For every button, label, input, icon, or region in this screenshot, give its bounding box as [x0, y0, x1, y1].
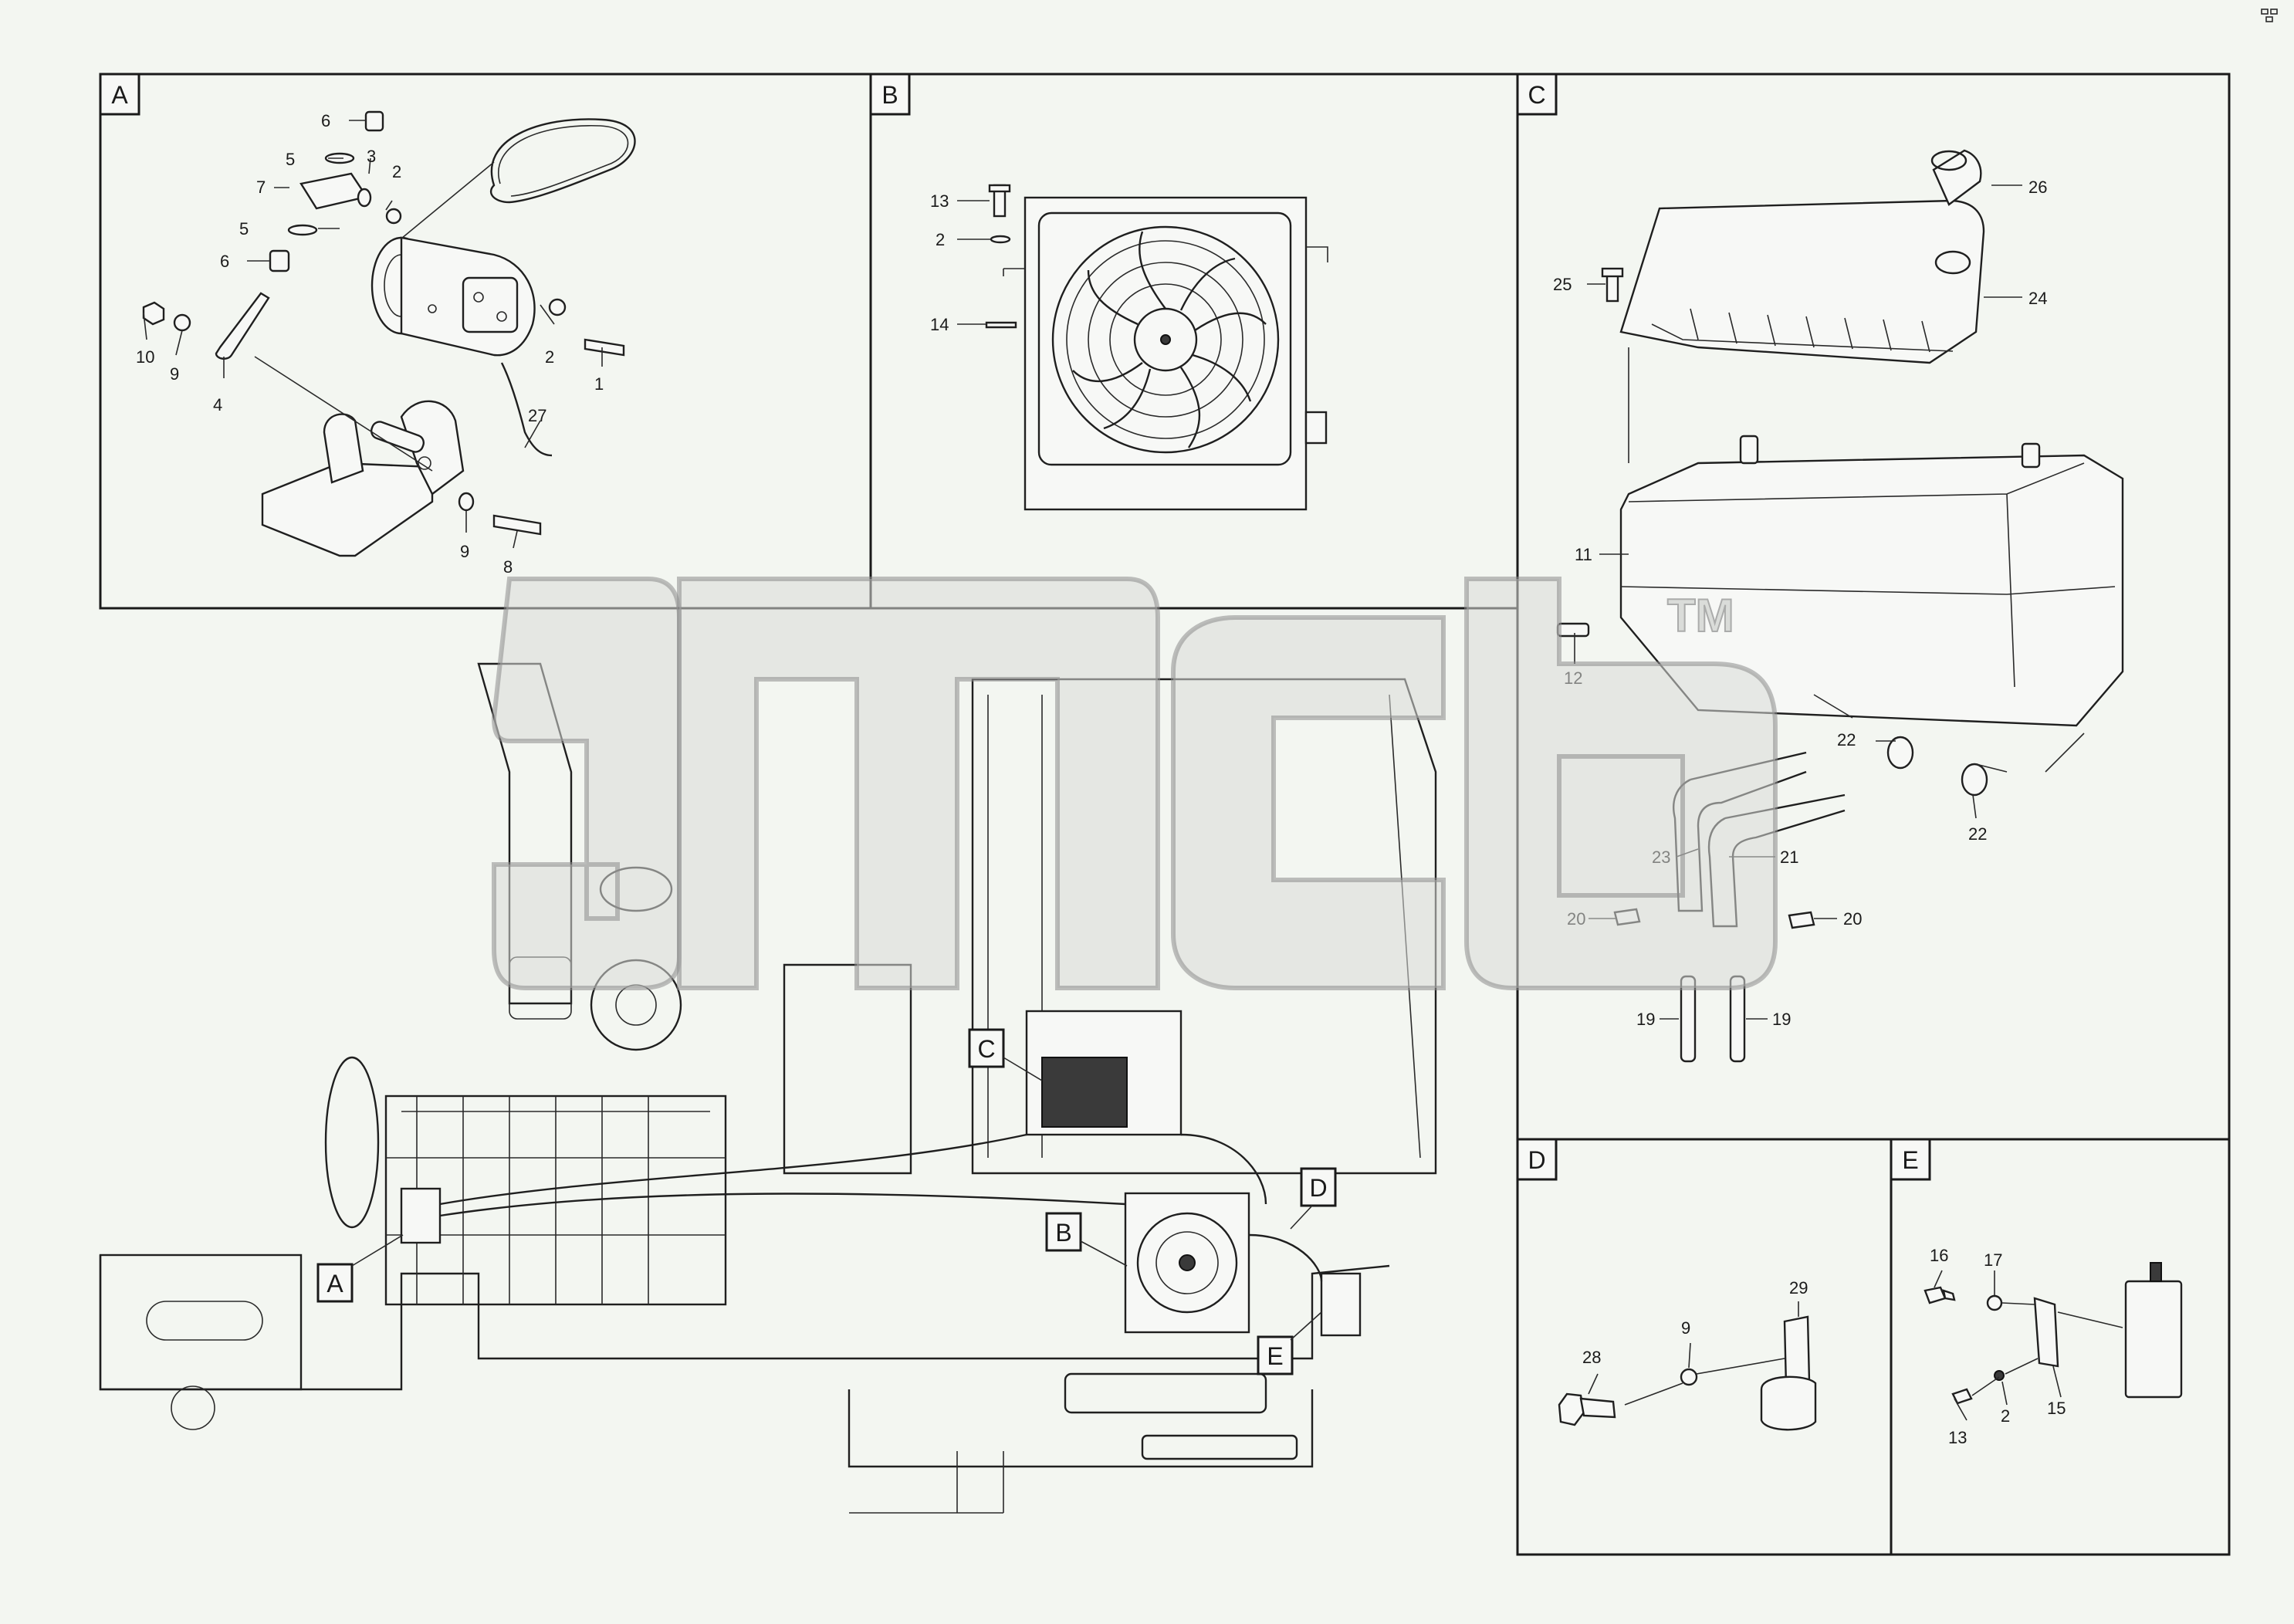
washer-17 [1986, 1294, 2003, 1311]
panel-a-drawing: 6 5 3 2 7 5 6 10 9 4 2 1 27 9 8 [136, 110, 636, 577]
callout-5-mid: 5 [239, 219, 249, 239]
callout-28: 28 [1582, 1348, 1601, 1367]
drive-belt [489, 118, 636, 204]
clamp-29 [1783, 1315, 1811, 1388]
callout-8: 8 [503, 557, 513, 577]
callout-13: 13 [1948, 1428, 1967, 1447]
callout-11: 11 [1575, 545, 1592, 564]
callout-14: 14 [930, 315, 949, 334]
mounting-bracket [261, 400, 465, 557]
engine-fan [324, 1056, 380, 1229]
callout-6-top: 6 [321, 111, 330, 130]
compressor [370, 236, 553, 457]
nut [142, 301, 165, 326]
receiver-drier [2124, 1280, 2183, 1399]
panel-c-label: C [1528, 81, 1545, 109]
callout-21: 21 [1780, 848, 1798, 867]
callout-13: 13 [930, 191, 949, 211]
callout-24: 24 [2028, 289, 2047, 308]
svg-text:C: C [977, 1035, 995, 1063]
callout-4: 4 [213, 395, 222, 414]
callout-25: 25 [1553, 275, 1572, 294]
callout-1: 1 [594, 374, 604, 394]
top-cover [1619, 199, 1985, 364]
callout-10: 10 [136, 347, 154, 367]
panel-e-label: E [1902, 1146, 1918, 1174]
adjusting-link [215, 292, 270, 360]
callout-2-top: 2 [392, 162, 401, 181]
corner-marker [2261, 8, 2278, 22]
bolt-12 [1556, 622, 1590, 638]
panel-d-drawing: 28 9 29 [1558, 1278, 1817, 1431]
callout-2: 2 [2001, 1406, 2010, 1426]
callout-9-left: 9 [170, 364, 179, 384]
callout-20-right: 20 [1843, 909, 1862, 929]
washer-9 [1680, 1368, 1698, 1386]
callout-5-top: 5 [286, 150, 295, 169]
callout-2: 2 [936, 230, 945, 249]
panel-d: D [1516, 1138, 1893, 1556]
watermark-trademark: TM [1667, 590, 1734, 641]
callout-17: 17 [1984, 1250, 2002, 1270]
callout-6-mid: 6 [220, 252, 229, 271]
compressor-wire [500, 362, 553, 457]
svg-text:A: A [327, 1270, 343, 1298]
svg-text:B: B [1055, 1219, 1071, 1247]
bolt-1 [584, 338, 625, 357]
panel-b-label: B [881, 81, 898, 109]
bracket-15 [2033, 1297, 2059, 1368]
callout-22-top: 22 [1837, 730, 1856, 749]
watermark-logo: TM [491, 577, 1778, 990]
bolt-8 [492, 514, 542, 536]
overview-label-e: E [1257, 1311, 1322, 1375]
panel-d-label: D [1528, 1146, 1545, 1174]
overview-label-b: B [1045, 1212, 1128, 1267]
overview-label-d: D [1290, 1167, 1337, 1230]
bushing-top [364, 110, 384, 132]
overview-label-c: C [968, 1028, 1043, 1081]
callout-29: 29 [1789, 1278, 1808, 1298]
callout-19-right: 19 [1772, 1010, 1791, 1029]
overview-label-a: A [316, 1234, 404, 1303]
callout-2-right: 2 [545, 347, 554, 367]
panel-e: E [1890, 1138, 2231, 1556]
overview-drier [1320, 1272, 1362, 1337]
callout-9: 9 [1681, 1318, 1690, 1338]
overview-compressor [400, 1187, 442, 1244]
callout-9-bottom: 9 [460, 542, 469, 561]
callout-7: 7 [256, 178, 266, 197]
callout-19-left: 19 [1636, 1010, 1655, 1029]
callout-16: 16 [1930, 1246, 1948, 1265]
spacer-block [299, 172, 368, 210]
svg-text:E: E [1267, 1342, 1283, 1370]
callout-15: 15 [2047, 1399, 2066, 1418]
panel-b-drawing: 13 2 14 [930, 184, 1328, 511]
machine-overview: C B D E A [99, 662, 1437, 1514]
callout-3: 3 [367, 147, 376, 166]
duct-nozzle [1932, 149, 1982, 206]
panel-e-drawing: 16 17 13 2 15 [1924, 1246, 2183, 1447]
svg-text:D: D [1309, 1174, 1327, 1202]
callout-26: 26 [2028, 178, 2047, 197]
callout-27: 27 [528, 406, 546, 425]
callout-22-bottom: 22 [1968, 824, 1987, 844]
panel-a-label: A [111, 81, 128, 109]
